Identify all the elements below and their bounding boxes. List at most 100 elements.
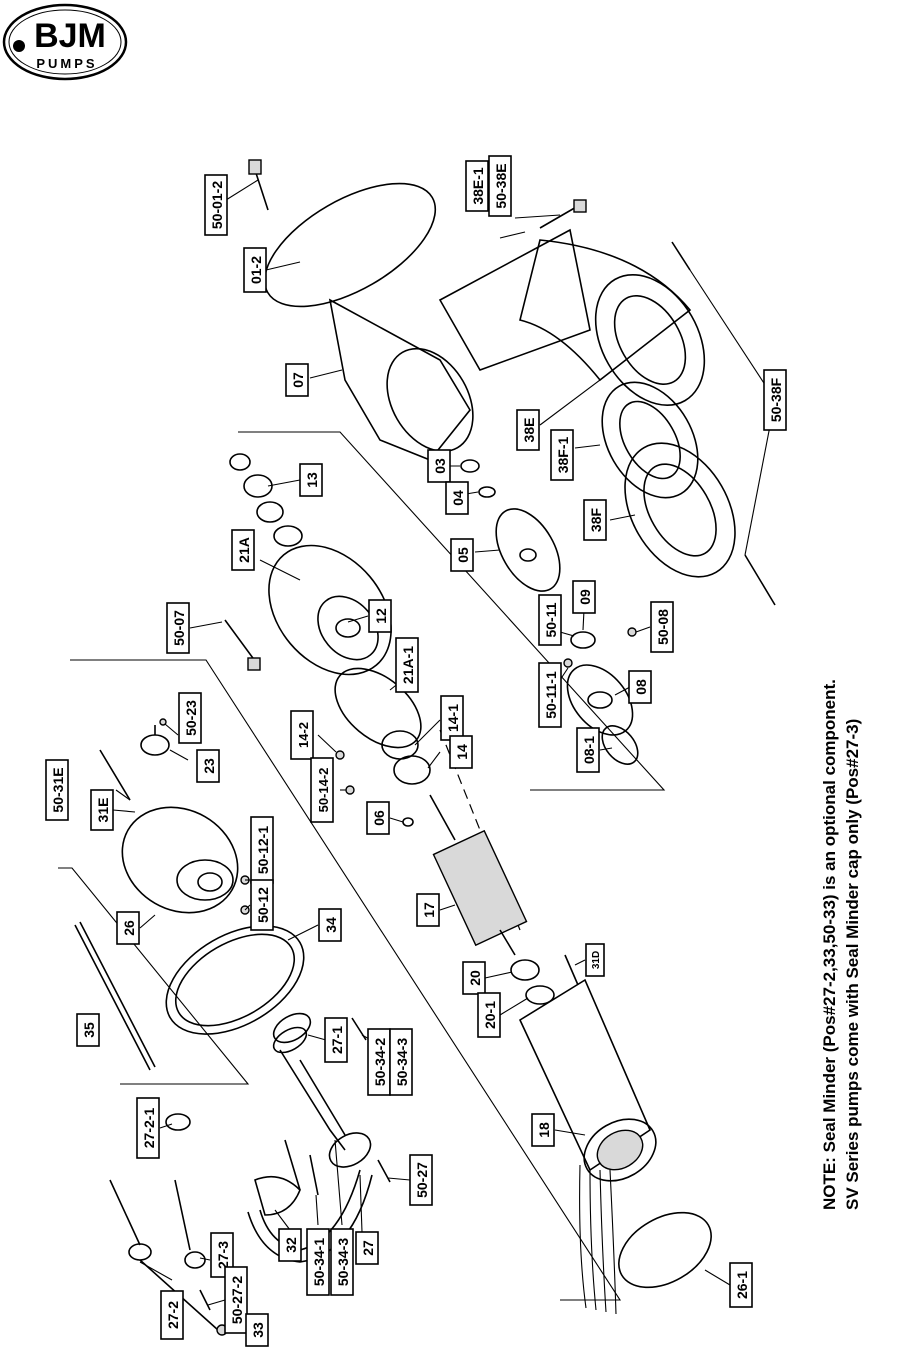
part-23: [140, 725, 170, 756]
svg-text:21A-1: 21A-1: [400, 646, 416, 684]
mech-seal-14: [381, 730, 431, 785]
screw-31D: [564, 954, 579, 986]
label-21A-1: 21A-1: [395, 637, 419, 693]
svg-text:31E: 31E: [95, 798, 111, 823]
label-35: 35: [76, 1013, 100, 1047]
label-27-3: 27-3: [210, 1232, 234, 1278]
svg-text:03: 03: [432, 458, 448, 474]
svg-text:50-27: 50-27: [414, 1162, 430, 1198]
svg-text:13: 13: [304, 472, 320, 488]
oring-08-1: [601, 725, 639, 765]
rod-35-edge: [79, 921, 156, 1068]
label-31E: 31E: [90, 789, 114, 831]
gasket-34: [165, 925, 305, 1035]
label-50-38E: 50-38E: [488, 155, 512, 217]
label-20: 20: [462, 961, 486, 995]
oring-27-1: [272, 1012, 312, 1044]
part-14-2: [335, 750, 345, 760]
svg-text:08-1: 08-1: [581, 736, 597, 764]
label-50-34-2: 50-34-2: [367, 1028, 391, 1096]
label-50-34-3-upper: 50-34-3: [389, 1028, 413, 1096]
svg-text:50-27-2: 50-27-2: [229, 1276, 245, 1324]
label-21A: 21A: [231, 529, 255, 571]
label-32: 32: [278, 1228, 302, 1262]
svg-text:07: 07: [290, 372, 306, 388]
svg-text:50-38E: 50-38E: [493, 163, 509, 208]
svg-text:35: 35: [81, 1022, 97, 1038]
label-14-2: 14-2: [290, 710, 314, 760]
label-50-11-1: 50-11-1: [538, 662, 562, 728]
label-08: 08: [628, 670, 652, 704]
note-line-2: SV Series pumps come with Seal Minder ca…: [843, 719, 862, 1210]
svg-text:50-11: 50-11: [543, 602, 559, 637]
svg-text:38F: 38F: [588, 507, 604, 532]
label-50-23: 50-23: [178, 692, 202, 744]
label-09: 09: [572, 580, 596, 614]
label-07: 07: [285, 363, 309, 397]
svg-text:50-38F: 50-38F: [768, 377, 784, 422]
logo-brand: BJM: [34, 17, 106, 55]
svg-text:27-1: 27-1: [329, 1026, 345, 1054]
svg-text:05: 05: [455, 547, 471, 563]
label-31D: 31D: [585, 943, 605, 977]
svg-text:50-11-1: 50-11-1: [543, 671, 559, 719]
svg-text:14: 14: [454, 744, 470, 760]
label-50-27-2: 50-27-2: [224, 1266, 248, 1334]
screw-50-14-2: [345, 785, 355, 795]
housing-21A: [268, 544, 392, 676]
screw-50-34-2: [351, 1017, 367, 1041]
svg-text:14-1: 14-1: [445, 704, 461, 732]
label-26-1: 26-1: [729, 1262, 753, 1308]
screw-50-23: [159, 718, 167, 726]
svg-text:50-14-2: 50-14-2: [316, 768, 331, 813]
svg-text:01-2: 01-2: [248, 256, 264, 284]
screw-50-08: [627, 627, 637, 637]
svg-text:04: 04: [450, 490, 466, 506]
svg-text:50-12: 50-12: [255, 887, 271, 923]
rotor-17: [429, 794, 528, 956]
screw-50-34-1: [309, 1154, 319, 1196]
screw-50-27: [377, 1159, 391, 1183]
svg-text:14-2: 14-2: [296, 722, 311, 748]
label-50-27: 50-27: [409, 1154, 433, 1206]
label-27-2-1: 27-2-1: [136, 1097, 160, 1159]
svg-text:34: 34: [323, 917, 339, 933]
svg-text:09: 09: [577, 589, 593, 605]
screw-50-11-1: [563, 658, 573, 668]
motor-cap-26: [121, 806, 239, 914]
svg-text:38F-1: 38F-1: [555, 437, 571, 474]
note-line-1: NOTE: Seal Minder (Pos#27-2,33,50-33) is…: [820, 679, 839, 1210]
bolt-50-01-2: [248, 159, 269, 211]
svg-text:50-34-3: 50-34-3: [394, 1038, 410, 1086]
label-14-1: 14-1: [440, 695, 464, 741]
svg-text:50-34-3: 50-34-3: [335, 1238, 351, 1286]
logo-sub: PUMPS: [36, 56, 97, 71]
svg-text:50-34-1: 50-34-1: [311, 1238, 327, 1286]
key-06: [402, 817, 414, 827]
label-14: 14: [449, 735, 473, 769]
label-13: 13: [299, 463, 323, 497]
label-04: 04: [445, 481, 469, 515]
svg-text:50-31E: 50-31E: [50, 767, 66, 812]
svg-text:50-07: 50-07: [171, 610, 187, 646]
rod-35: [74, 924, 151, 1071]
label-20-1: 20-1: [477, 992, 501, 1038]
label-38F: 38F: [583, 499, 607, 541]
label-08-1: 08-1: [576, 727, 600, 773]
label-50-31E: 50-31E: [45, 759, 69, 821]
bolt-50-38F: [671, 241, 776, 606]
logo-swirl-icon: [13, 40, 25, 52]
label-05: 05: [450, 538, 474, 572]
label-50-34-3-lower: 50-34-3: [330, 1228, 354, 1296]
gasket-38F-1: [601, 381, 699, 499]
label-34: 34: [318, 908, 342, 942]
svg-text:31D: 31D: [591, 951, 602, 969]
label-38E-1: 38E-1: [465, 160, 489, 212]
volute-casing: [263, 182, 706, 461]
svg-text:32: 32: [283, 1237, 299, 1253]
label-50-34-1: 50-34-1: [306, 1228, 330, 1296]
label-03: 03: [427, 449, 451, 483]
svg-text:50-01-2: 50-01-2: [209, 181, 225, 229]
label-06: 06: [366, 801, 390, 835]
